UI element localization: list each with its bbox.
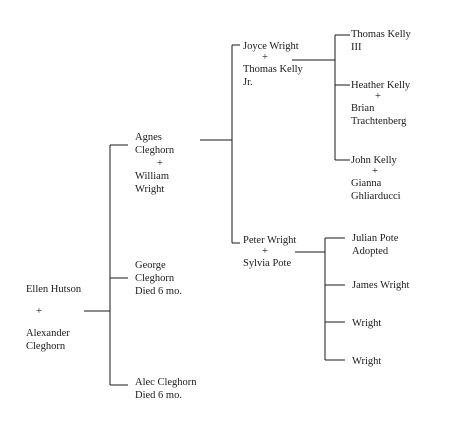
spouse-name-cont: Wright bbox=[135, 184, 165, 195]
person-agnes-cleghorn-william-wright: Agnes Cleghorn + William Wright bbox=[135, 131, 174, 196]
person-peter-wright-sylvia-pote: Peter Wright + Sylvia Pote bbox=[243, 234, 296, 270]
person-name: Joyce Wright bbox=[243, 41, 299, 52]
spouse-name: William bbox=[135, 171, 169, 182]
person-note: Died 6 mo. bbox=[135, 390, 182, 401]
spouse-plus: + bbox=[36, 306, 42, 317]
spouse-name: Thomas Kelly bbox=[243, 64, 303, 75]
spouse-plus: + bbox=[375, 91, 381, 102]
person-name: Julian Pote bbox=[352, 233, 399, 244]
spouse-name: Brian bbox=[351, 103, 375, 114]
spouse-name: Sylvia Pote bbox=[243, 258, 292, 269]
person-julian-pote: Julian Pote Adopted bbox=[352, 232, 398, 258]
person-note: Adopted bbox=[352, 246, 389, 257]
person-name-cont: III bbox=[351, 42, 362, 53]
person-ellen-hutson-alexander-cleghorn: Ellen Hutson + Alexander Cleghorn bbox=[26, 283, 81, 353]
spouse-name: Alexander bbox=[26, 328, 70, 339]
person-john-kelly-gianna-ghliarducci: John Kelly + Gianna Ghliarducci bbox=[351, 154, 401, 203]
person-name: James Wright bbox=[352, 280, 410, 291]
person-joyce-wright-thomas-kelly-jr: Joyce Wright + Thomas Kelly Jr. bbox=[243, 40, 303, 89]
spouse-name-cont: Jr. bbox=[243, 77, 253, 88]
person-name: Peter Wright bbox=[243, 235, 297, 246]
person-name: George bbox=[135, 260, 166, 271]
person-james-wright: James Wright bbox=[352, 279, 409, 292]
spouse-plus: + bbox=[262, 246, 268, 257]
spouse-plus: + bbox=[262, 52, 268, 63]
person-name: Agnes bbox=[135, 132, 162, 143]
person-george-cleghorn: George Cleghorn Died 6 mo. bbox=[135, 259, 182, 298]
person-heather-kelly-brian-trachtenberg: Heather Kelly + Brian Trachtenberg bbox=[351, 79, 410, 128]
spouse-name-cont: Trachtenberg bbox=[351, 116, 407, 127]
person-wright-1: Wright bbox=[352, 317, 381, 330]
spouse-name-cont: Cleghorn bbox=[26, 341, 66, 352]
person-note: Died 6 mo. bbox=[135, 286, 182, 297]
person-name-cont: Cleghorn bbox=[135, 273, 175, 284]
person-alec-cleghorn: Alec Cleghorn Died 6 mo. bbox=[135, 376, 197, 402]
person-name: Thomas Kelly bbox=[351, 29, 411, 40]
spouse-plus: + bbox=[372, 166, 378, 177]
spouse-plus: + bbox=[157, 158, 163, 169]
person-name: Alec Cleghorn bbox=[135, 377, 197, 388]
spouse-name-cont: Ghliarducci bbox=[351, 191, 401, 202]
person-name: Ellen Hutson bbox=[26, 284, 82, 295]
spouse-name: Gianna bbox=[351, 178, 382, 189]
person-wright-2: Wright bbox=[352, 355, 381, 368]
person-name: John Kelly bbox=[351, 155, 397, 166]
person-name: Wright bbox=[352, 356, 382, 367]
person-name: Heather Kelly bbox=[351, 80, 411, 91]
person-thomas-kelly-iii: Thomas Kelly III bbox=[351, 28, 411, 54]
person-name: Wright bbox=[352, 318, 382, 329]
person-name-cont: Cleghorn bbox=[135, 145, 175, 156]
